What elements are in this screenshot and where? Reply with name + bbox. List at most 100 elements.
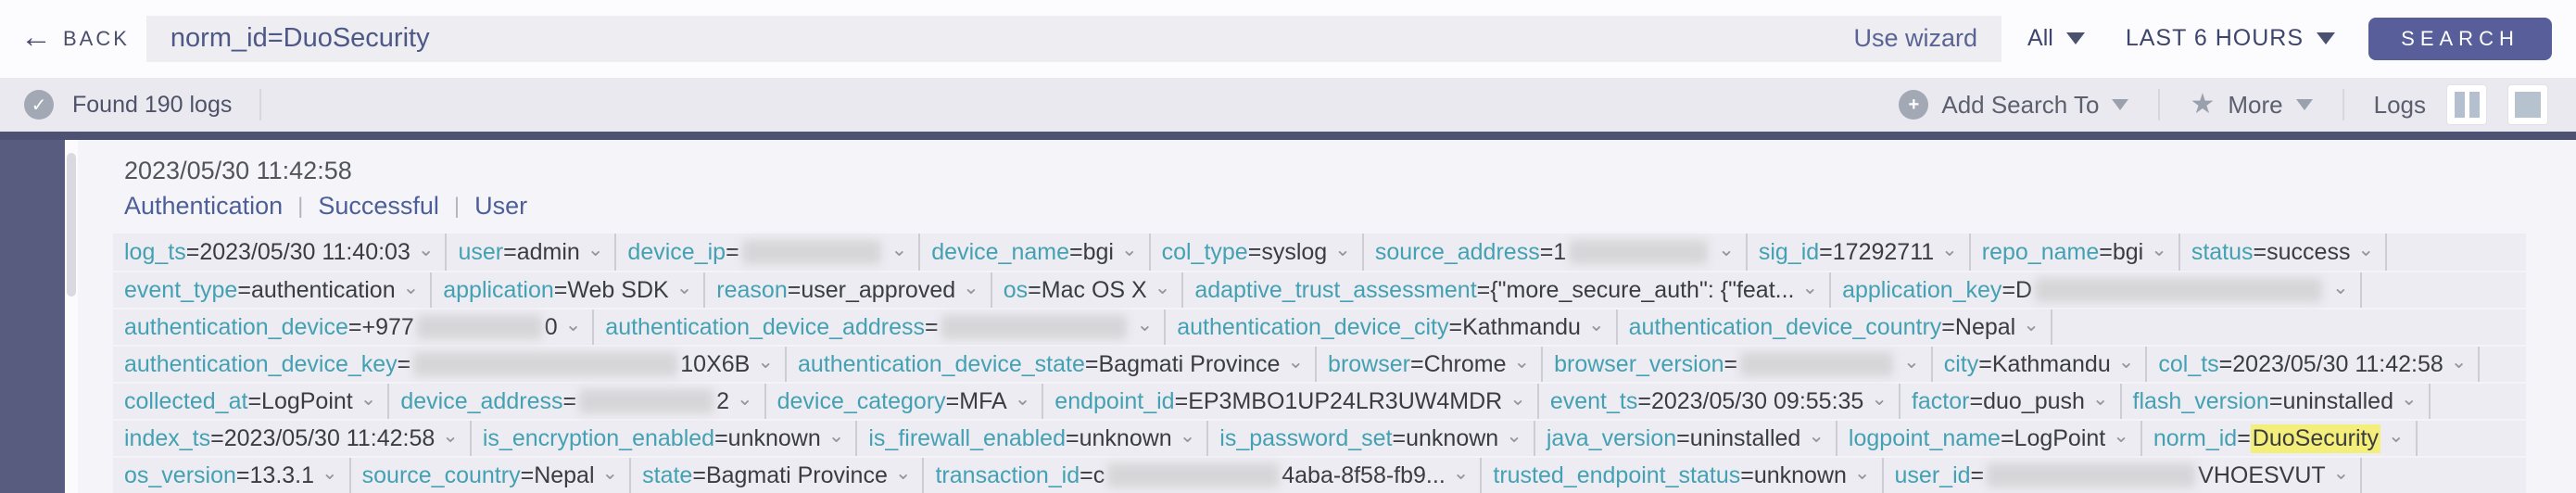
kv-pair-city[interactable]: city=Kathmandu⌄ bbox=[1933, 347, 2148, 382]
compact-view-toggle[interactable] bbox=[2507, 84, 2548, 125]
kv-pair-collected_at[interactable]: collected_at=LogPoint⌄ bbox=[113, 384, 390, 419]
kv-chevron-down-icon[interactable]: ⌄ bbox=[2332, 461, 2350, 484]
kv-pair-index_ts[interactable]: index_ts=2023/05/30 11:42:58⌄ bbox=[113, 421, 472, 456]
kv-pair-authentication_device_country[interactable]: authentication_device_country=Nepal⌄ bbox=[1618, 310, 2052, 345]
kv-chevron-down-icon[interactable]: ⌄ bbox=[1287, 350, 1305, 373]
use-wizard-link[interactable]: Use wizard bbox=[1853, 24, 1978, 53]
kv-pair-application[interactable]: application=Web SDK⌄ bbox=[432, 272, 706, 308]
kv-chevron-down-icon[interactable]: ⌄ bbox=[2387, 424, 2405, 447]
vertical-scrollbar[interactable] bbox=[65, 140, 78, 493]
kv-pair-logpoint_name[interactable]: logpoint_name=LogPoint⌄ bbox=[1837, 421, 2142, 456]
add-search-to-dropdown[interactable]: + Add Search To bbox=[1899, 90, 2129, 120]
kv-chevron-down-icon[interactable]: ⌄ bbox=[676, 276, 693, 298]
time-range-dropdown[interactable]: LAST 6 HOURS bbox=[2126, 25, 2335, 52]
kv-pair-browser[interactable]: browser=Chrome⌄ bbox=[1317, 347, 1544, 382]
kv-pair-user_id[interactable]: user_id=VHOESVUT⌄ bbox=[1884, 458, 2363, 493]
kv-pair-source_address[interactable]: source_address=1⌄ bbox=[1364, 234, 1748, 271]
kv-pair-log_ts[interactable]: log_ts=2023/05/30 11:40:03⌄ bbox=[113, 234, 448, 271]
kv-pair-os[interactable]: os=Mac OS X⌄ bbox=[992, 272, 1184, 308]
kv-chevron-down-icon[interactable]: ⌄ bbox=[737, 387, 753, 410]
kv-pair-authentication_device_state[interactable]: authentication_device_state=Bagmati Prov… bbox=[787, 347, 1318, 382]
kv-pair-trusted_endpoint_status[interactable]: trusted_endpoint_status=unknown⌄ bbox=[1482, 458, 1884, 493]
scrollbar-thumb[interactable] bbox=[67, 153, 76, 297]
kv-pair-col_type[interactable]: col_type=syslog⌄ bbox=[1151, 234, 1364, 271]
kv-chevron-down-icon[interactable]: ⌄ bbox=[757, 350, 774, 373]
kv-chevron-down-icon[interactable]: ⌄ bbox=[827, 424, 845, 447]
kv-pair-device_category[interactable]: device_category=MFA⌄ bbox=[766, 384, 1044, 419]
log-tag-link[interactable]: Successful bbox=[318, 192, 439, 220]
kv-pair-user[interactable]: user=admin⌄ bbox=[447, 234, 617, 271]
kv-pair-repo_name[interactable]: repo_name=bgi⌄ bbox=[1971, 234, 2180, 271]
kv-chevron-down-icon[interactable]: ⌄ bbox=[1136, 313, 1154, 335]
kv-chevron-down-icon[interactable]: ⌄ bbox=[564, 313, 582, 335]
kv-pair-source_country[interactable]: source_country=Nepal⌄ bbox=[351, 458, 632, 493]
search-button[interactable]: SEARCH bbox=[2368, 17, 2552, 60]
kv-pair-device_address[interactable]: device_address=2⌄ bbox=[389, 384, 766, 419]
kv-pair-authentication_device_address[interactable]: authentication_device_address=⌄ bbox=[594, 310, 1167, 345]
kv-chevron-down-icon[interactable]: ⌄ bbox=[2332, 276, 2349, 298]
kv-chevron-down-icon[interactable]: ⌄ bbox=[587, 238, 604, 260]
kv-chevron-down-icon[interactable]: ⌄ bbox=[890, 238, 908, 260]
kv-pair-device_name[interactable]: device_name=bgi⌄ bbox=[920, 234, 1151, 271]
kv-chevron-down-icon[interactable]: ⌄ bbox=[2117, 350, 2135, 373]
kv-pair-authentication_device_key[interactable]: authentication_device_key=10X6B⌄ bbox=[113, 347, 787, 382]
kv-chevron-down-icon[interactable]: ⌄ bbox=[1801, 276, 1819, 298]
kv-pair-factor[interactable]: factor=duo_push⌄ bbox=[1900, 384, 2122, 419]
kv-pair-flash_version[interactable]: flash_version=uninstalled⌄ bbox=[2122, 384, 2431, 419]
kv-pair-state[interactable]: state=Bagmati Province⌄ bbox=[631, 458, 925, 493]
kv-chevron-down-icon[interactable]: ⌄ bbox=[2357, 238, 2375, 260]
kv-pair-status[interactable]: status=success⌄ bbox=[2180, 234, 2388, 271]
more-dropdown[interactable]: ★ More bbox=[2190, 91, 2313, 120]
kv-pair-os_version[interactable]: os_version=13.3.1⌄ bbox=[113, 458, 351, 493]
kv-chevron-down-icon[interactable]: ⌄ bbox=[2400, 387, 2418, 410]
kv-chevron-down-icon[interactable]: ⌄ bbox=[894, 461, 912, 484]
kv-chevron-down-icon[interactable]: ⌄ bbox=[1587, 313, 1605, 335]
kv-chevron-down-icon[interactable]: ⌄ bbox=[2450, 350, 2468, 373]
kv-pair-col_ts[interactable]: col_ts=2023/05/30 11:42:58⌄ bbox=[2147, 347, 2481, 382]
kv-chevron-down-icon[interactable]: ⌄ bbox=[1513, 350, 1531, 373]
kv-pair-event_ts[interactable]: event_ts=2023/05/30 09:55:35⌄ bbox=[1539, 384, 1900, 419]
kv-chevron-down-icon[interactable]: ⌄ bbox=[322, 461, 338, 484]
kv-chevron-down-icon[interactable]: ⌄ bbox=[1120, 238, 1138, 260]
kv-chevron-down-icon[interactable]: ⌄ bbox=[1179, 424, 1196, 447]
kv-chevron-down-icon[interactable]: ⌄ bbox=[2091, 387, 2109, 410]
kv-chevron-down-icon[interactable]: ⌄ bbox=[1014, 387, 1031, 410]
kv-chevron-down-icon[interactable]: ⌄ bbox=[1334, 238, 1351, 260]
back-button[interactable]: ← BACK bbox=[20, 21, 130, 55]
kv-chevron-down-icon[interactable]: ⌄ bbox=[442, 424, 459, 447]
kv-pair-authentication_device_city[interactable]: authentication_device_city=Kathmandu⌄ bbox=[1166, 310, 1618, 345]
kv-chevron-down-icon[interactable]: ⌄ bbox=[2113, 424, 2129, 447]
kv-pair-device_ip[interactable]: device_ip=⌄ bbox=[616, 234, 921, 271]
kv-pair-sig_id[interactable]: sig_id=17292711⌄ bbox=[1748, 234, 1971, 271]
kv-chevron-down-icon[interactable]: ⌄ bbox=[1853, 461, 1871, 484]
kv-chevron-down-icon[interactable]: ⌄ bbox=[1903, 350, 1920, 373]
kv-pair-authentication_device[interactable]: authentication_device=+977 0⌄ bbox=[113, 310, 595, 345]
kv-chevron-down-icon[interactable]: ⌄ bbox=[360, 387, 377, 410]
kv-chevron-down-icon[interactable]: ⌄ bbox=[417, 238, 435, 260]
kv-chevron-down-icon[interactable]: ⌄ bbox=[1808, 424, 1825, 447]
kv-pair-browser_version[interactable]: browser_version=⌄ bbox=[1543, 347, 1933, 382]
kv-chevron-down-icon[interactable]: ⌄ bbox=[1154, 276, 1171, 298]
kv-pair-java_version[interactable]: java_version=uninstalled⌄ bbox=[1535, 421, 1837, 456]
kv-chevron-down-icon[interactable]: ⌄ bbox=[2151, 238, 2167, 260]
kv-pair-is_encryption_enabled[interactable]: is_encryption_enabled=unknown⌄ bbox=[472, 421, 858, 456]
kv-chevron-down-icon[interactable]: ⌄ bbox=[2023, 313, 2039, 335]
kv-pair-is_firewall_enabled[interactable]: is_firewall_enabled=unknown⌄ bbox=[857, 421, 1209, 456]
kv-chevron-down-icon[interactable]: ⌄ bbox=[1718, 238, 1735, 260]
kv-chevron-down-icon[interactable]: ⌄ bbox=[1506, 424, 1522, 447]
kv-chevron-down-icon[interactable]: ⌄ bbox=[601, 461, 619, 484]
kv-chevron-down-icon[interactable]: ⌄ bbox=[1509, 387, 1526, 410]
kv-pair-endpoint_id[interactable]: endpoint_id=EP3MBO1UP24LR3UW4MDR⌄ bbox=[1043, 384, 1539, 419]
kv-pair-reason[interactable]: reason=user_approved⌄ bbox=[705, 272, 992, 308]
kv-chevron-down-icon[interactable]: ⌄ bbox=[1941, 238, 1958, 260]
search-query-input[interactable] bbox=[170, 23, 1854, 55]
kv-pair-is_password_set[interactable]: is_password_set=unknown⌄ bbox=[1208, 421, 1535, 456]
kv-pair-application_key[interactable]: application_key=D⌄ bbox=[1831, 272, 2362, 308]
column-view-toggle[interactable] bbox=[2446, 84, 2487, 125]
log-tag-link[interactable]: User bbox=[474, 192, 528, 220]
kv-pair-event_type[interactable]: event_type=authentication⌄ bbox=[113, 272, 433, 308]
kv-chevron-down-icon[interactable]: ⌄ bbox=[963, 276, 979, 298]
repo-scope-dropdown[interactable]: All bbox=[2027, 25, 2085, 52]
kv-pair-norm_id[interactable]: norm_id=DuoSecurity⌄ bbox=[2142, 421, 2418, 456]
